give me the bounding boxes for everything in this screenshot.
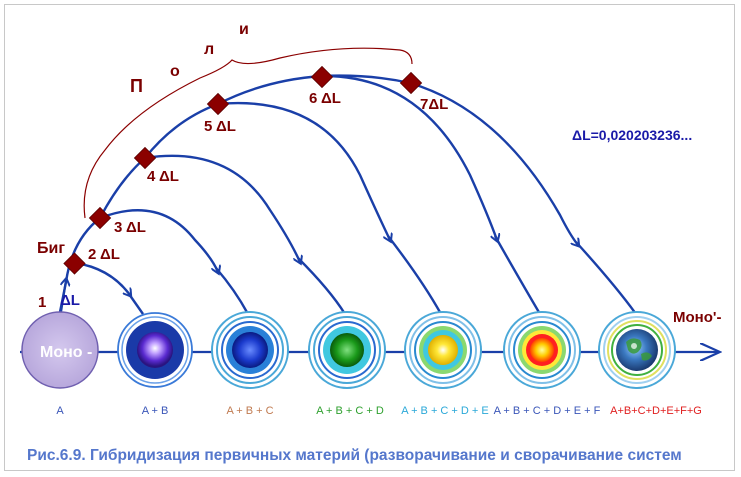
poli-brace bbox=[83, 47, 413, 219]
arc-2b bbox=[128, 293, 144, 315]
node-5 bbox=[206, 92, 230, 116]
sum-label-f: A + B + C + D + E + F bbox=[494, 405, 601, 417]
system-circle-f bbox=[503, 311, 581, 389]
poli-letter-3: л bbox=[204, 41, 214, 58]
step-7-label: 7ΔL bbox=[420, 96, 448, 113]
arc-5b bbox=[387, 235, 443, 315]
sum-labels: A A + B A + B + C A + B + C + D A + B + … bbox=[56, 405, 702, 417]
step-2-label: 2 ΔL bbox=[88, 246, 120, 263]
arc-7b bbox=[575, 241, 637, 315]
arc-4b bbox=[297, 257, 347, 315]
figure-caption: Рис.6.9. Гибридизация первичных материй … bbox=[27, 447, 682, 464]
poli-letters: П о л и bbox=[130, 21, 249, 96]
node-6 bbox=[310, 65, 334, 89]
sum-label-c: A + B + C bbox=[226, 405, 273, 417]
step-6-label: 6 ΔL bbox=[309, 90, 341, 107]
arc-6b bbox=[493, 235, 542, 315]
system-circle-d bbox=[308, 311, 386, 389]
arc-3b bbox=[215, 267, 250, 315]
arc-5 bbox=[217, 101, 390, 240]
poli-letter-1: П bbox=[130, 76, 143, 96]
step-1-label: 1 bbox=[38, 294, 46, 311]
arc-7 bbox=[409, 81, 578, 245]
mono-left-label: Моно - bbox=[40, 344, 92, 361]
step-nodes bbox=[63, 65, 423, 275]
system-circle-b bbox=[117, 312, 193, 388]
system-circle-e bbox=[404, 311, 482, 389]
poli-letter-4: и bbox=[239, 21, 249, 38]
system-circle-c bbox=[211, 311, 289, 389]
sum-label-a: A bbox=[56, 405, 64, 417]
node-2 bbox=[63, 252, 86, 275]
system-circle-a: Моно - bbox=[21, 311, 99, 389]
step-3-label: 3 ΔL bbox=[114, 219, 146, 236]
system-circle-g bbox=[598, 311, 676, 389]
node-7 bbox=[399, 71, 423, 95]
step-5-label: 5 ΔL bbox=[204, 118, 236, 135]
node-4 bbox=[133, 146, 157, 170]
arc-4 bbox=[144, 154, 300, 262]
poli-letter-2: о bbox=[170, 63, 180, 80]
big-label: Биг bbox=[37, 240, 65, 257]
arc-2 bbox=[74, 261, 130, 295]
delta-value: ΔL=0,020203236... bbox=[572, 127, 692, 143]
step-1-delta: ΔL bbox=[60, 292, 80, 309]
sum-label-b: A + B bbox=[142, 405, 169, 417]
node-3 bbox=[88, 206, 112, 230]
mono-right-label: Моно'- bbox=[673, 309, 721, 326]
sum-label-d: A + B + C + D bbox=[316, 405, 384, 417]
arrow-1 bbox=[59, 280, 66, 313]
arc-6 bbox=[321, 74, 497, 240]
figure-frame bbox=[4, 4, 735, 471]
arc-3 bbox=[99, 209, 218, 272]
sum-label-g: A+B+C+D+E+F+G bbox=[610, 405, 702, 417]
sum-label-e: A + B + C + D + E bbox=[401, 405, 488, 417]
step-4-label: 4 ΔL bbox=[147, 168, 179, 185]
